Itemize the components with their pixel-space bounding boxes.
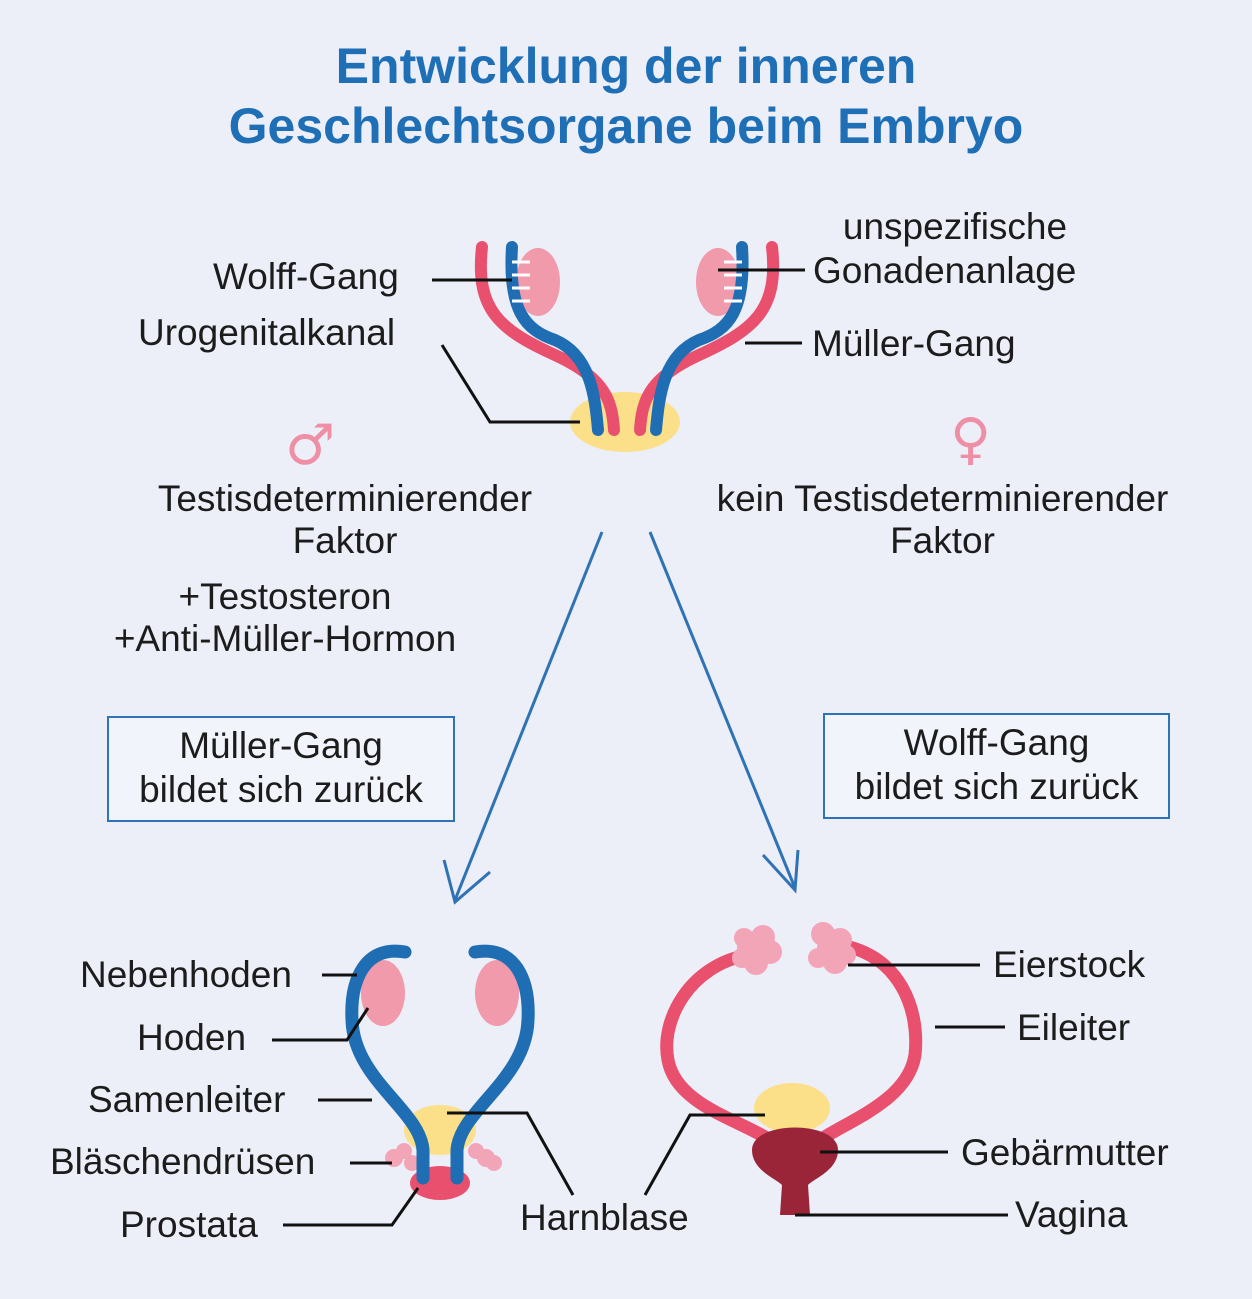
female-factor-line1: kein Testisdeterminierender bbox=[716, 478, 1169, 519]
testis-left bbox=[361, 960, 405, 1026]
female-factor-line2: Faktor bbox=[890, 520, 995, 561]
testis-right bbox=[475, 960, 519, 1026]
female-bladder bbox=[754, 1083, 830, 1133]
oviduct-right bbox=[813, 938, 923, 1147]
male-regression-box: Müller-Gang bildet sich zurück bbox=[107, 716, 455, 822]
female-structure bbox=[660, 922, 923, 1215]
label-vagina: Vagina bbox=[1015, 1194, 1128, 1235]
label-harnblase: Harnblase bbox=[520, 1197, 689, 1238]
female-box-line1: Wolff-Gang bbox=[903, 722, 1090, 763]
female-box-line2: bildet sich zurück bbox=[854, 766, 1139, 807]
male-factor-line2: Faktor bbox=[292, 520, 398, 561]
label-nebenhoden: Nebenhoden bbox=[80, 954, 292, 995]
label-gonade-line1: unspezifische bbox=[842, 206, 1068, 247]
gonad-left bbox=[516, 248, 560, 316]
male-box-line1: Müller-Gang bbox=[179, 725, 383, 766]
tubules-right bbox=[724, 260, 742, 303]
male-leader-lines bbox=[272, 973, 575, 1227]
mueller-duct-left bbox=[474, 241, 620, 436]
female-leader-lines bbox=[643, 963, 1008, 1217]
oviduct-left bbox=[660, 948, 777, 1147]
label-blaeschendruesen: Bläschendrüsen bbox=[50, 1141, 316, 1182]
gonad-right bbox=[696, 248, 740, 316]
male-symbol-icon: ♂ bbox=[285, 413, 336, 478]
tubules-left bbox=[512, 260, 530, 303]
ovary-left bbox=[732, 925, 782, 975]
uterus bbox=[752, 1127, 838, 1215]
branch-arrows bbox=[442, 531, 800, 905]
label-eileiter: Eileiter bbox=[1017, 1007, 1131, 1048]
label-gonade-line2: Gonadenanlage bbox=[813, 250, 1077, 291]
female-symbol-icon: ♀ bbox=[950, 407, 992, 472]
label-mueller-gang: Müller-Gang bbox=[812, 323, 1016, 364]
male-box-line2: bildet sich zurück bbox=[139, 769, 423, 810]
seminal-vesicles bbox=[385, 1143, 502, 1171]
page-title-line2: Geschlechtsorgane beim Embryo bbox=[228, 98, 1024, 154]
male-hormone-line2: +Anti-Müller-Hormon bbox=[113, 618, 457, 659]
label-prostata: Prostata bbox=[120, 1204, 258, 1245]
label-eierstock: Eierstock bbox=[993, 944, 1146, 985]
wolff-duct-right bbox=[650, 241, 749, 436]
page-title-line1: Entwicklung der inneren bbox=[335, 38, 917, 94]
male-factor-line1: Testisdeterminierender bbox=[157, 478, 533, 519]
wolff-duct-left bbox=[505, 241, 604, 436]
male-hormone-line1: +Testosteron bbox=[178, 576, 392, 617]
undifferentiated-structure bbox=[474, 241, 780, 452]
ovary-right bbox=[808, 922, 856, 974]
label-wolff-gang: Wolff-Gang bbox=[213, 256, 399, 297]
mueller-duct-right bbox=[634, 241, 780, 436]
vas-deferens-right bbox=[450, 944, 535, 1185]
label-samenleiter: Samenleiter bbox=[88, 1079, 286, 1120]
female-regression-box: Wolff-Gang bildet sich zurück bbox=[823, 713, 1170, 819]
label-gebaermutter: Gebärmutter bbox=[961, 1132, 1169, 1173]
label-urogenitalkanal: Urogenitalkanal bbox=[138, 312, 396, 353]
top-leader-lines bbox=[432, 268, 805, 424]
label-hoden: Hoden bbox=[137, 1017, 247, 1058]
